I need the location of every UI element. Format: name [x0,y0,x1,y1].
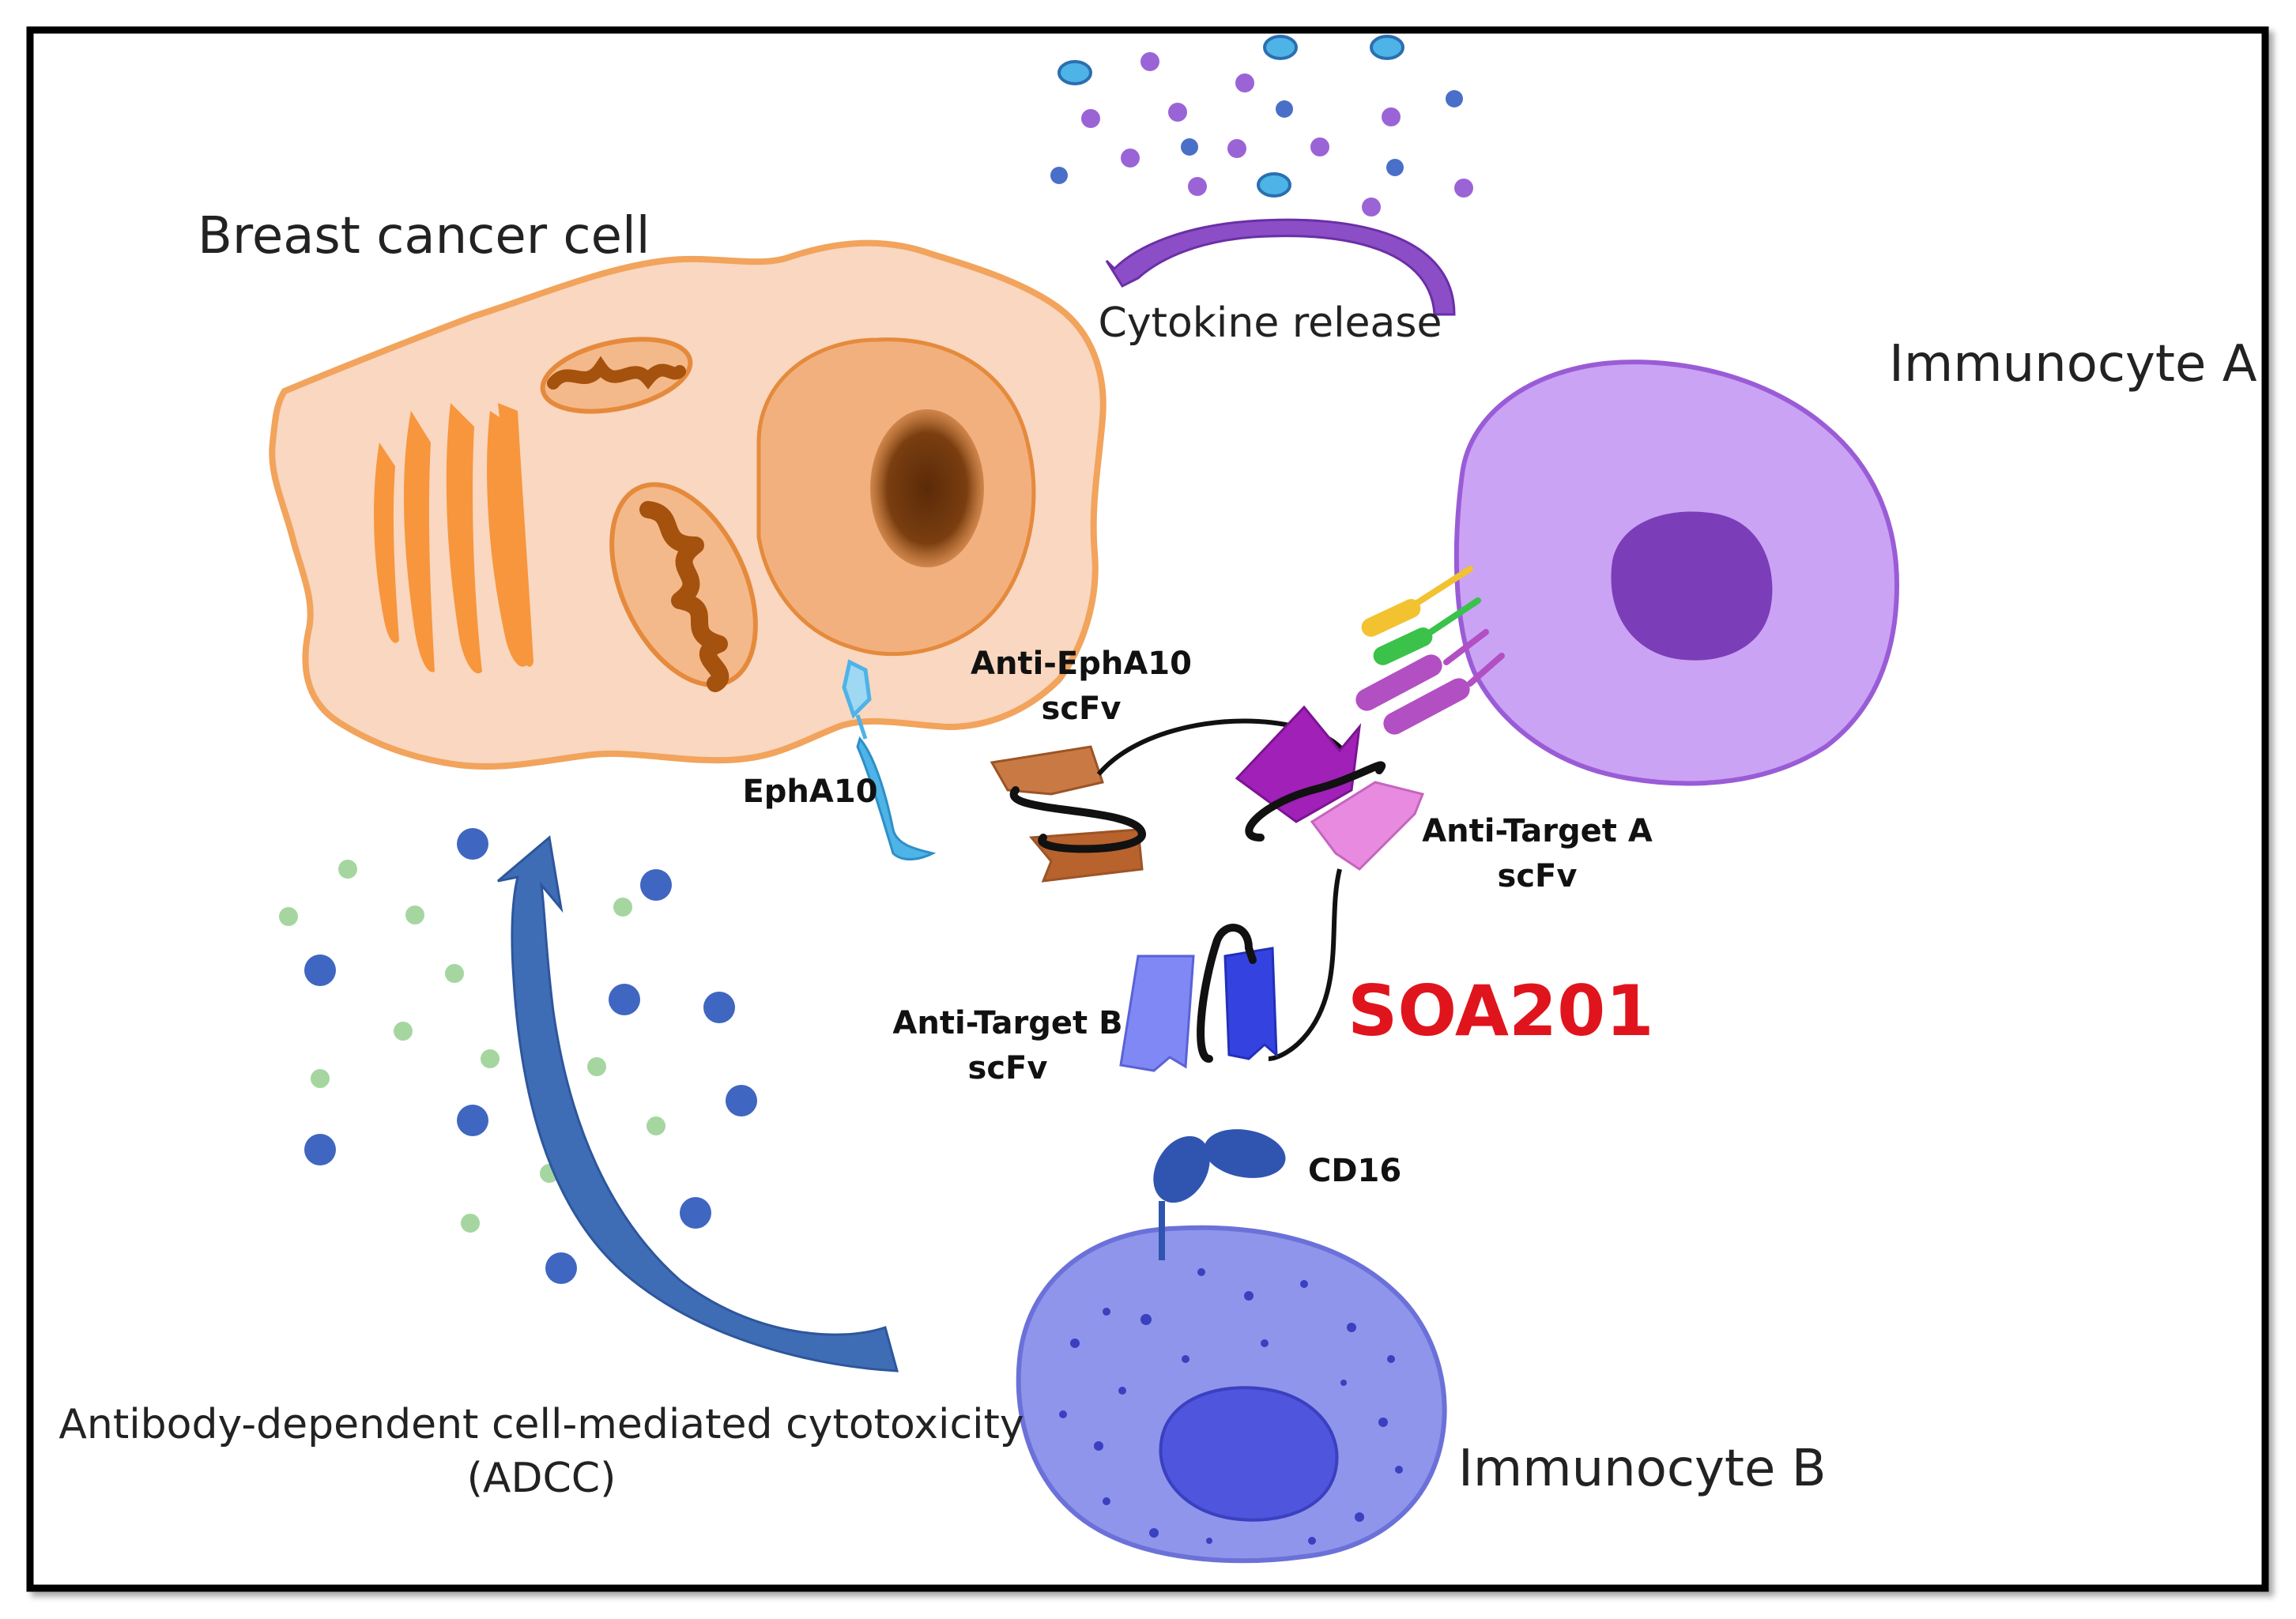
immunocyte-b-label: Immunocyte B [1458,1440,1827,1498]
anti-target-a-label-line1: Anti-Target A [1422,813,1653,849]
anti-target-a-label-line2: scFv [1498,858,1578,894]
mitochondrion-small [540,337,693,414]
immunocyte-a-receptors [1355,566,1505,735]
epha10-label: EphA10 [742,774,877,810]
anti-epha10-scfv [990,745,1146,883]
cd16-receptor [1153,1129,1286,1260]
immunocyte-b [1016,1225,1447,1564]
cytokine-release-arrow [1105,218,1456,316]
immunocyte-a-label: Immunocyte A [1889,335,2257,393]
mitochondrion-large [609,482,758,692]
anti-target-b-label-line2: scFv [968,1050,1048,1086]
anti-target-b-label-line1: Anti-Target B [892,1005,1122,1041]
anti-epha10-label-line2: scFv [1042,691,1122,727]
adcc-arrow [497,835,899,1372]
adcc-label-line1: Antibody-dependent cell-mediated cytotox… [58,1401,1024,1448]
soa201-label: SOA201 [1348,970,1654,1052]
anti-target-b-scfv [1119,924,1278,1072]
immunocyte-a [1453,360,1900,786]
breast-cancer-cell [269,239,1107,770]
cytokine-release-label: Cytokine release [1099,299,1442,347]
adcc-label-line2: (ADCC) [467,1455,616,1502]
endoplasmic-reticulum [374,403,533,674]
cd16-label: CD16 [1308,1153,1401,1189]
epha10-receptor [842,659,937,860]
adcc-particles [279,828,757,1284]
immunocyte-b-granules [1059,1268,1403,1545]
chromatin [870,409,984,567]
immunocyte-a-nucleus [1611,511,1773,661]
cancer-cell-nucleus [756,337,1036,657]
anti-target-a-scfv [1235,705,1425,871]
anti-epha10-label-line1: Anti-EphA10 [971,646,1192,682]
cytokine-particles [1050,35,1473,216]
linker-target-a-to-target-b [1268,868,1342,1061]
breast-cancer-cell-label: Breast cancer cell [198,207,650,265]
immunocyte-b-nucleus [1159,1386,1339,1522]
